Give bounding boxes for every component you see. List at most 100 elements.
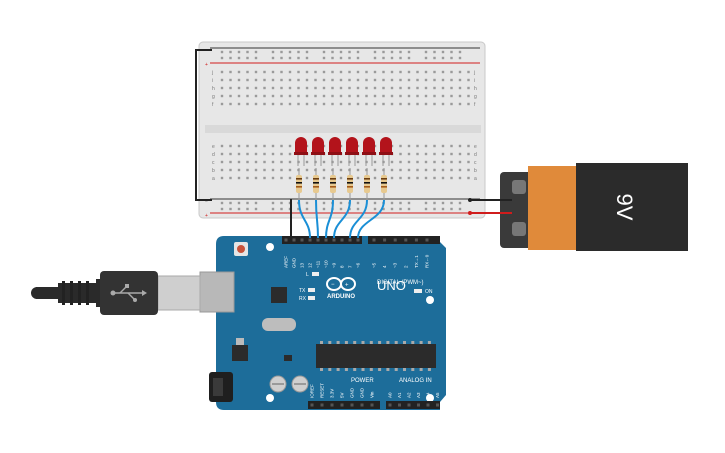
rail-hole[interactable]: [399, 50, 402, 54]
rail-hole[interactable]: [458, 56, 462, 60]
rail-hole[interactable]: [331, 56, 334, 60]
breadboard-hole[interactable]: [297, 86, 300, 90]
breadboard-hole[interactable]: [399, 168, 402, 172]
rail-hole[interactable]: [373, 207, 377, 211]
rail-hole[interactable]: [254, 207, 258, 211]
breadboard-hole[interactable]: [254, 78, 258, 82]
breadboard-hole[interactable]: [424, 70, 428, 74]
breadboard-hole[interactable]: [373, 94, 377, 98]
rail-hole[interactable]: [339, 201, 343, 205]
rail-hole[interactable]: [348, 50, 351, 54]
breadboard-hole[interactable]: [305, 86, 309, 90]
breadboard-hole[interactable]: [433, 70, 436, 74]
breadboard-hole[interactable]: [271, 144, 275, 148]
breadboard-hole[interactable]: [416, 168, 419, 172]
rail-hole[interactable]: [348, 56, 351, 60]
breadboard-hole[interactable]: [399, 102, 402, 106]
signal-wires[interactable]: [298, 199, 385, 239]
breadboard-hole[interactable]: [237, 176, 241, 180]
breadboard-hole[interactable]: [424, 102, 428, 106]
breadboard-hole[interactable]: [271, 86, 275, 90]
breadboard-hole[interactable]: [246, 78, 249, 82]
red-led[interactable]: [346, 137, 358, 154]
breadboard-hole[interactable]: [458, 78, 462, 82]
breadboard-hole[interactable]: [399, 94, 402, 98]
rail-hole[interactable]: [441, 207, 445, 211]
breadboard-hole[interactable]: [382, 70, 385, 74]
power-analog-pin[interactable]: [426, 403, 430, 407]
breadboard-hole[interactable]: [356, 86, 360, 90]
breadboard-hole[interactable]: [458, 86, 462, 90]
breadboard-hole[interactable]: [246, 94, 249, 98]
resistor[interactable]: [296, 175, 302, 193]
rail-hole[interactable]: [254, 201, 258, 205]
breadboard-hole[interactable]: [246, 176, 249, 180]
breadboard-hole[interactable]: [331, 94, 334, 98]
breadboard-hole[interactable]: [263, 78, 266, 82]
rail-hole[interactable]: [246, 207, 249, 211]
breadboard-hole[interactable]: [433, 176, 436, 180]
red-led[interactable]: [380, 137, 392, 154]
breadboard-hole[interactable]: [433, 160, 436, 164]
breadboard-hole[interactable]: [450, 70, 453, 74]
rail-hole[interactable]: [458, 207, 462, 211]
signal-wire[interactable]: [357, 199, 385, 239]
breadboard-hole[interactable]: [229, 176, 232, 180]
breadboard-hole[interactable]: [356, 168, 360, 172]
breadboard-hole[interactable]: [382, 94, 385, 98]
rail-hole[interactable]: [441, 50, 445, 54]
rail-hole[interactable]: [246, 201, 249, 205]
breadboard-hole[interactable]: [348, 102, 351, 106]
rail-hole[interactable]: [450, 207, 453, 211]
breadboard-hole[interactable]: [246, 152, 249, 156]
breadboard-hole[interactable]: [229, 160, 232, 164]
signal-wire[interactable]: [333, 199, 351, 239]
breadboard-hole[interactable]: [458, 94, 462, 98]
breadboard-hole[interactable]: [229, 144, 232, 148]
breadboard-hole[interactable]: [314, 78, 317, 82]
signal-wire[interactable]: [315, 199, 319, 239]
breadboard-hole[interactable]: [450, 94, 453, 98]
breadboard-hole[interactable]: [305, 160, 309, 164]
breadboard-hole[interactable]: [433, 86, 436, 90]
breadboard-hole[interactable]: [322, 176, 326, 180]
breadboard-hole[interactable]: [399, 70, 402, 74]
breadboard-hole[interactable]: [339, 176, 343, 180]
breadboard-hole[interactable]: [288, 70, 292, 74]
rail-hole[interactable]: [229, 50, 232, 54]
breadboard-hole[interactable]: [433, 102, 436, 106]
rail-hole[interactable]: [305, 201, 309, 205]
breadboard-hole[interactable]: [237, 102, 241, 106]
breadboard-hole[interactable]: [348, 70, 351, 74]
breadboard-hole[interactable]: [399, 86, 402, 90]
breadboard-hole[interactable]: [450, 152, 453, 156]
signal-wire[interactable]: [349, 199, 368, 239]
breadboard-hole[interactable]: [458, 152, 462, 156]
power-analog-pin[interactable]: [398, 403, 401, 407]
breadboard-hole[interactable]: [220, 176, 224, 180]
breadboard-hole[interactable]: [450, 144, 453, 148]
breadboard-hole[interactable]: [416, 94, 419, 98]
rail-hole[interactable]: [356, 201, 360, 205]
breadboard-hole[interactable]: [467, 78, 470, 82]
breadboard-hole[interactable]: [271, 70, 275, 74]
rail-hole[interactable]: [390, 201, 394, 205]
rail-hole[interactable]: [237, 56, 241, 60]
rail-hole[interactable]: [220, 50, 224, 54]
power-analog-pin[interactable]: [370, 403, 374, 407]
breadboard-hole[interactable]: [322, 86, 326, 90]
breadboard-hole[interactable]: [365, 102, 368, 106]
power-analog-pin[interactable]: [360, 403, 364, 407]
breadboard-hole[interactable]: [433, 152, 436, 156]
rail-hole[interactable]: [246, 50, 249, 54]
power-analog-pin[interactable]: [436, 403, 439, 407]
rail-hole[interactable]: [271, 50, 275, 54]
digital-pin[interactable]: [404, 238, 408, 242]
breadboard-hole[interactable]: [271, 78, 275, 82]
digital-pin[interactable]: [383, 238, 387, 242]
breadboard-hole[interactable]: [365, 78, 368, 82]
breadboard-hole[interactable]: [288, 102, 292, 106]
breadboard-hole[interactable]: [254, 168, 258, 172]
breadboard-hole[interactable]: [314, 94, 317, 98]
